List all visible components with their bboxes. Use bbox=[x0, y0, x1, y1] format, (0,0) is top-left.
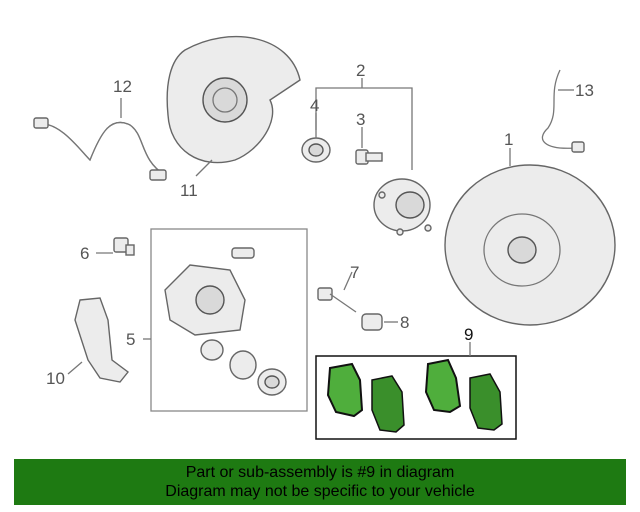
footer-line-2: Diagram may not be specific to your vehi… bbox=[165, 483, 475, 500]
callout-13: 13 bbox=[575, 81, 594, 100]
footer-banner: Part or sub-assembly is #9 in diagram Di… bbox=[14, 459, 626, 505]
part-3-hub-bolt[interactable] bbox=[355, 149, 383, 165]
part-12-brake-hose[interactable] bbox=[33, 117, 167, 181]
callout-8: 8 bbox=[400, 313, 409, 332]
part-5-caliper[interactable] bbox=[164, 247, 287, 396]
part-5-caliper-box[interactable] bbox=[150, 228, 308, 412]
part-9-brake-pads[interactable] bbox=[326, 358, 503, 433]
part-1-brake-rotor[interactable] bbox=[444, 164, 616, 326]
callout-4: 4 bbox=[310, 96, 319, 115]
part-13-speed-sensor[interactable] bbox=[541, 69, 585, 153]
part-7-guide-pin[interactable] bbox=[317, 287, 357, 313]
part-6-bolt[interactable] bbox=[113, 237, 135, 256]
callout-11: 11 bbox=[180, 181, 198, 200]
callout-9: 9 bbox=[464, 325, 473, 344]
callout-7: 7 bbox=[350, 263, 359, 282]
part-8-boot[interactable] bbox=[361, 313, 383, 331]
callout-3: 3 bbox=[356, 110, 365, 129]
callout-12: 12 bbox=[113, 77, 132, 96]
footer-line-1: Part or sub-assembly is #9 in diagram bbox=[185, 464, 455, 481]
callout-1: 1 bbox=[504, 130, 513, 149]
callout-6: 6 bbox=[80, 244, 89, 263]
part-10-caliper-bracket[interactable] bbox=[74, 297, 129, 383]
part-11-dust-shield[interactable] bbox=[166, 35, 301, 164]
callout-10: 10 bbox=[46, 369, 65, 388]
callout-2: 2 bbox=[356, 61, 365, 80]
part-2-hub-assembly[interactable] bbox=[373, 178, 432, 236]
parts-diagram: 12 11 2 4 3 13 1 bbox=[33, 35, 616, 440]
part-4-bearing[interactable] bbox=[301, 137, 331, 163]
callout-5: 5 bbox=[126, 330, 135, 349]
